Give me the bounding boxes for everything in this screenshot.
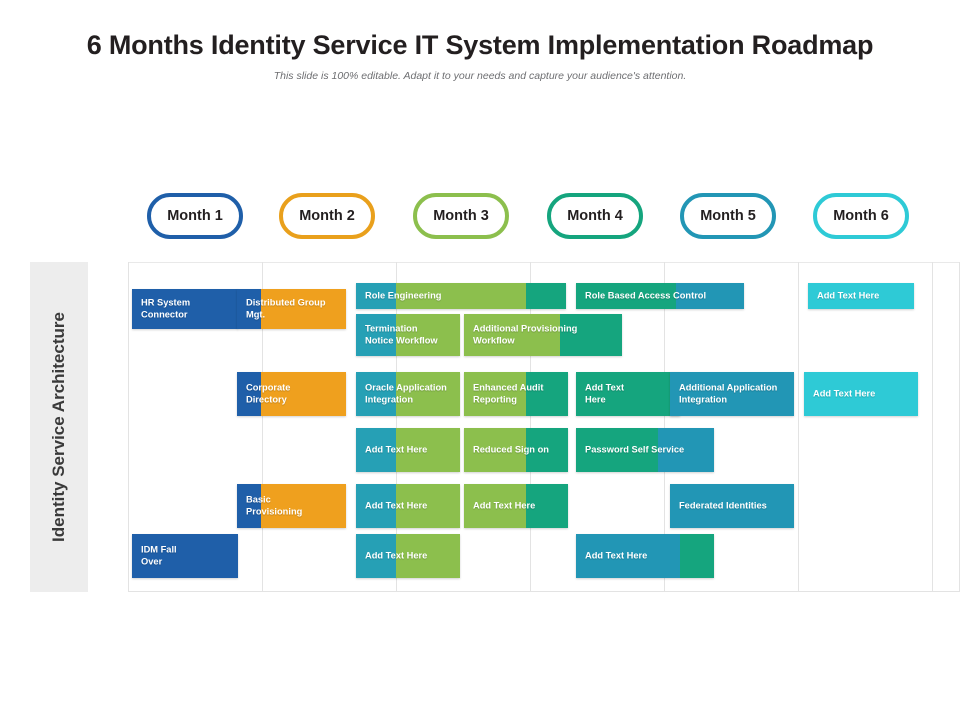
roadmap-bar-segment-1 xyxy=(261,484,346,528)
month-pill-label: Month 2 xyxy=(299,208,355,224)
roadmap-bar-segment-1 xyxy=(396,428,460,472)
roadmap-bar[interactable]: Add Text Here xyxy=(804,372,918,416)
roadmap-bar-segment-0 xyxy=(576,428,658,472)
roadmap-bar-segment-2 xyxy=(526,283,566,309)
roadmap-bar[interactable]: Oracle Application Integration xyxy=(356,372,460,416)
roadmap-bar-segment-0 xyxy=(356,428,396,472)
roadmap-bar-segment-0 xyxy=(808,283,914,309)
roadmap-bar-segment-1 xyxy=(396,283,526,309)
roadmap-bar[interactable]: Role Engineering xyxy=(356,283,566,309)
roadmap-bar-segment-0 xyxy=(237,289,261,329)
grid-column-divider-5 xyxy=(798,262,799,592)
roadmap-bar[interactable]: Add Text Here xyxy=(576,372,680,416)
roadmap-bar-segment-0 xyxy=(464,372,526,416)
roadmap-bar-segment-0 xyxy=(576,534,680,578)
grid-column-divider-2 xyxy=(396,262,397,592)
month-pill-4[interactable]: Month 4 xyxy=(547,193,643,239)
month-pill-label: Month 3 xyxy=(433,208,489,224)
month-pill-label: Month 6 xyxy=(833,208,889,224)
month-pill-5[interactable]: Month 5 xyxy=(680,193,776,239)
roadmap-bar-segment-0 xyxy=(464,314,560,356)
roadmap-bar-segment-1 xyxy=(526,484,568,528)
month-pill-6[interactable]: Month 6 xyxy=(813,193,909,239)
roadmap-bar[interactable]: IDM Fall Over xyxy=(132,534,238,578)
grid-column-divider-6 xyxy=(932,262,933,592)
grid-column-divider-3 xyxy=(530,262,531,592)
grid-column-divider-0 xyxy=(128,262,129,592)
roadmap-bar-segment-1 xyxy=(396,372,460,416)
month-pill-label: Month 1 xyxy=(167,208,223,224)
page-subtitle: This slide is 100% editable. Adapt it to… xyxy=(273,70,687,82)
roadmap-bar-segment-1 xyxy=(680,534,714,578)
roadmap-bar-segment-1 xyxy=(396,484,460,528)
roadmap-bar-segment-0 xyxy=(356,484,396,528)
roadmap-bar[interactable]: Add Text Here xyxy=(356,428,460,472)
roadmap-bar-segment-1 xyxy=(396,534,460,578)
roadmap-bar[interactable]: Additional Provisioning Workflow xyxy=(464,314,622,356)
grid-column-divider-4 xyxy=(664,262,665,592)
roadmap-bar-segment-0 xyxy=(356,534,396,578)
roadmap-bar-segment-0 xyxy=(237,484,261,528)
page-title: 6 Months Identity Service IT System Impl… xyxy=(86,30,874,60)
month-pill-1[interactable]: Month 1 xyxy=(147,193,243,239)
roadmap-bar[interactable]: Password Self Service xyxy=(576,428,714,472)
roadmap-bar-segment-0 xyxy=(804,372,918,416)
roadmap-bar[interactable]: Basic Provisioning xyxy=(237,484,346,528)
roadmap-bar-segment-0 xyxy=(576,283,676,309)
roadmap-bar-segment-1 xyxy=(676,283,744,309)
roadmap-bar-segment-0 xyxy=(132,289,238,329)
sidebar-label: Identity Service Architecture xyxy=(49,312,68,542)
grid-bottom-border xyxy=(128,591,960,592)
roadmap-bar-segment-0 xyxy=(670,484,794,528)
month-pill-row: Month 1 Month 2 Month 3 Month 4 Month 5 Month… xyxy=(0,193,960,241)
roadmap-bar[interactable]: Add Text Here xyxy=(576,534,714,578)
roadmap-bar[interactable]: Additional Application Integration xyxy=(670,372,794,416)
grid-column-divider-1 xyxy=(262,262,263,592)
roadmap-bar[interactable]: Enhanced Audit Reporting xyxy=(464,372,568,416)
roadmap-bar-segment-0 xyxy=(464,484,526,528)
roadmap-bar[interactable]: Termination Notice Workflow xyxy=(356,314,460,356)
roadmap-bar[interactable]: HR System Connector xyxy=(132,289,238,329)
roadmap-bar-segment-0 xyxy=(356,283,396,309)
roadmap-bar[interactable]: Add Text Here xyxy=(464,484,568,528)
roadmap-bar-segment-1 xyxy=(658,428,714,472)
roadmap-bar-segment-1 xyxy=(396,314,460,356)
roadmap-bar-segment-1 xyxy=(526,428,568,472)
roadmap-bar-segment-0 xyxy=(237,372,261,416)
month-pill-2[interactable]: Month 2 xyxy=(279,193,375,239)
roadmap-bar[interactable]: Add Text Here xyxy=(356,534,460,578)
roadmap-bar-segment-1 xyxy=(560,314,622,356)
roadmap-bar[interactable]: Federated Identities xyxy=(670,484,794,528)
roadmap-bar-segment-0 xyxy=(356,314,396,356)
roadmap-bar[interactable]: Add Text Here xyxy=(808,283,914,309)
roadmap-bar-segment-1 xyxy=(526,372,568,416)
roadmap-bar-segment-1 xyxy=(261,372,346,416)
roadmap-bar-segment-1 xyxy=(261,289,346,329)
roadmap-bar-segment-0 xyxy=(576,372,680,416)
roadmap-bar-segment-0 xyxy=(464,428,526,472)
month-pill-3[interactable]: Month 3 xyxy=(413,193,509,239)
sidebar-panel: Identity Service Architecture xyxy=(30,262,88,592)
month-pill-label: Month 4 xyxy=(567,208,623,224)
roadmap-bar[interactable]: Corporate Directory xyxy=(237,372,346,416)
roadmap-bar[interactable]: Role Based Access Control xyxy=(576,283,744,309)
month-pill-label: Month 5 xyxy=(700,208,756,224)
roadmap-bar[interactable]: Reduced Sign on xyxy=(464,428,568,472)
roadmap-bar-segment-0 xyxy=(132,534,238,578)
roadmap-bar[interactable]: Add Text Here xyxy=(356,484,460,528)
roadmap-bar[interactable]: Distributed Group Mgt. xyxy=(237,289,346,329)
roadmap-bar-segment-0 xyxy=(356,372,396,416)
roadmap-bar-segment-0 xyxy=(670,372,794,416)
grid-top-border xyxy=(128,262,960,263)
